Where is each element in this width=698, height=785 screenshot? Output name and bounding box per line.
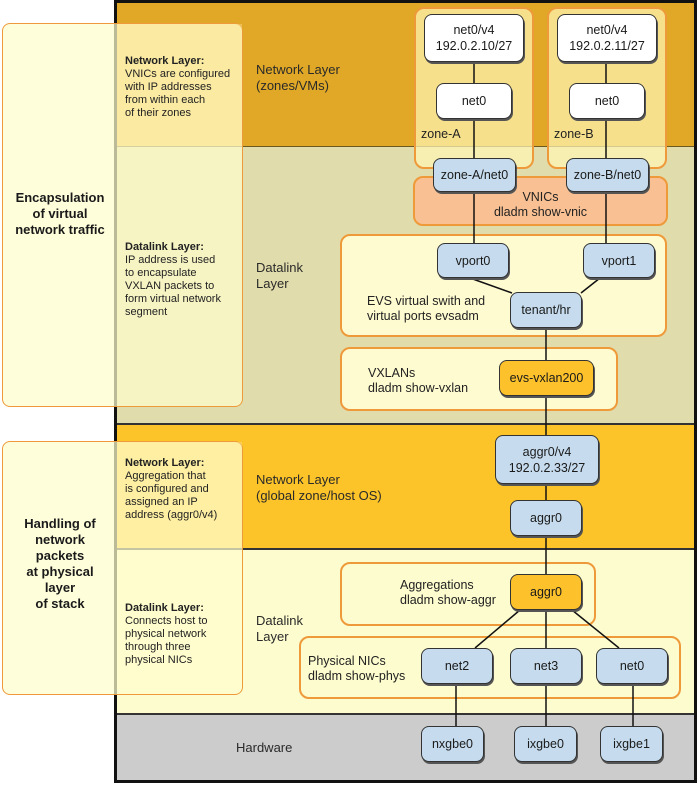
zone-b-label: zone-B bbox=[554, 127, 594, 141]
aggr0-link-node: aggr0 bbox=[510, 574, 582, 610]
aggr-ip-address: 192.0.2.33/27 bbox=[508, 460, 586, 475]
net3-node: net3 bbox=[510, 648, 582, 684]
band-label-datalink-physical: Datalink Layer bbox=[256, 613, 303, 644]
zone-a-net0-node: net0 bbox=[436, 83, 512, 119]
vxlans-cmd: dladm show-vxlan bbox=[368, 381, 469, 395]
aggregations-cmd: dladm show-aggr bbox=[400, 593, 496, 607]
zone-b-ip-iface: net0/v4 bbox=[586, 23, 628, 37]
evs-vxlan200-node: evs-vxlan200 bbox=[499, 360, 594, 396]
side-panel-encapsulation bbox=[2, 23, 243, 407]
side-panel-physical-handling bbox=[2, 441, 243, 695]
side-title-encapsulation: Encapsulation of virtual network traffic bbox=[15, 190, 105, 237]
phys-cmd: dladm show-phys bbox=[308, 669, 406, 683]
zone-b-vnic-node: zone-B/net0 bbox=[566, 158, 649, 192]
evs-cmd: virtual ports evsadm bbox=[367, 309, 479, 323]
side-panel-encapsulation-network-tint bbox=[117, 24, 242, 146]
side-panel-physical-network-tint bbox=[117, 442, 242, 548]
aggr-ip-iface: aggr0/v4 bbox=[522, 444, 572, 459]
vnics-group-label: VNICs dladm show-vnic bbox=[413, 190, 668, 220]
zone-a-ip-address: 192.0.2.10/27 bbox=[435, 39, 513, 53]
side-note-heading: Datalink Layer: bbox=[125, 602, 204, 614]
band-label-network-global: Network Layer (global zone/host OS) bbox=[256, 472, 382, 503]
band-label-hardware: Hardware bbox=[236, 740, 293, 755]
aggregations-group-label: Aggregations dladm show-aggr bbox=[400, 578, 496, 608]
zone-a-ip-iface: net0/v4 bbox=[453, 23, 495, 37]
side-note-text: Aggregation that is configured and assig… bbox=[125, 470, 218, 521]
aggr0-v4-node: aggr0/v4 192.0.2.33/27 bbox=[495, 435, 599, 484]
side-note-physical-network: Network Layer: Aggregation that is confi… bbox=[125, 457, 240, 522]
band-label-network-zones: Network Layer (zones/VMs) bbox=[256, 62, 340, 93]
net0-phys-node: net0 bbox=[596, 648, 668, 684]
side-note-text: VNICs are configured with IP addresses f… bbox=[125, 68, 231, 119]
link-aggr-to-net2 bbox=[474, 609, 521, 649]
side-note-encapsulation-network: Network Layer: VNICs are configured with… bbox=[125, 55, 240, 120]
side-note-heading: Network Layer: bbox=[125, 55, 205, 67]
evs-title: EVS virtual swith and bbox=[367, 294, 486, 308]
physical-nics-group-label: Physical NICs dladm show-phys bbox=[308, 654, 405, 684]
vnics-title: VNICs bbox=[522, 190, 559, 204]
zone-b-ip-node: net0/v4 192.0.2.11/27 bbox=[557, 14, 657, 62]
net2-node: net2 bbox=[421, 648, 493, 684]
link-vport1-to-tenant bbox=[580, 277, 601, 294]
side-note-heading: Network Layer: bbox=[125, 457, 205, 469]
side-note-physical-datalink: Datalink Layer: Connects host to physica… bbox=[125, 602, 240, 667]
vnics-cmd: dladm show-vnic bbox=[493, 205, 588, 219]
physical-nics-group bbox=[299, 636, 681, 699]
phys-title: Physical NICs bbox=[308, 654, 386, 668]
evs-group-label: EVS virtual swith and virtual ports evsa… bbox=[367, 294, 485, 324]
aggregations-group bbox=[340, 562, 596, 626]
vxlans-title: VXLANs bbox=[368, 366, 416, 380]
aggregations-title: Aggregations bbox=[400, 578, 474, 592]
vport1-node: vport1 bbox=[583, 243, 655, 278]
vport0-node: vport0 bbox=[437, 243, 509, 278]
link-vport0-to-tenant bbox=[469, 277, 513, 294]
link-aggr-to-net0 bbox=[571, 609, 620, 649]
vxlans-group-label: VXLANs dladm show-vxlan bbox=[368, 366, 468, 396]
zone-a-label: zone-A bbox=[421, 127, 461, 141]
side-note-text: Connects host to physical network throug… bbox=[125, 615, 208, 666]
side-note-encapsulation-datalink: Datalink Layer: IP address is used to en… bbox=[125, 241, 240, 319]
nxgbe0-node: nxgbe0 bbox=[421, 726, 484, 762]
aggr0-global-node: aggr0 bbox=[510, 500, 582, 536]
tenant-hr-node: tenant/hr bbox=[510, 292, 582, 328]
band-hardware bbox=[116, 713, 696, 781]
side-note-heading: Datalink Layer: bbox=[125, 241, 204, 253]
zone-b-ip-address: 192.0.2.11/27 bbox=[569, 39, 645, 53]
ixgbe1-node: ixgbe1 bbox=[600, 726, 663, 762]
zone-a-ip-node: net0/v4 192.0.2.10/27 bbox=[424, 14, 524, 62]
zone-b-net0-node: net0 bbox=[569, 83, 645, 119]
side-title-physical-handling: Handling of network packets at physical … bbox=[24, 516, 96, 611]
side-note-text: IP address is used to encapsulate VXLAN … bbox=[125, 254, 221, 318]
band-label-datalink-virtual: Datalink Layer bbox=[256, 260, 303, 291]
ixgbe0-node: ixgbe0 bbox=[514, 726, 577, 762]
zone-a-vnic-node: zone-A/net0 bbox=[433, 158, 516, 192]
